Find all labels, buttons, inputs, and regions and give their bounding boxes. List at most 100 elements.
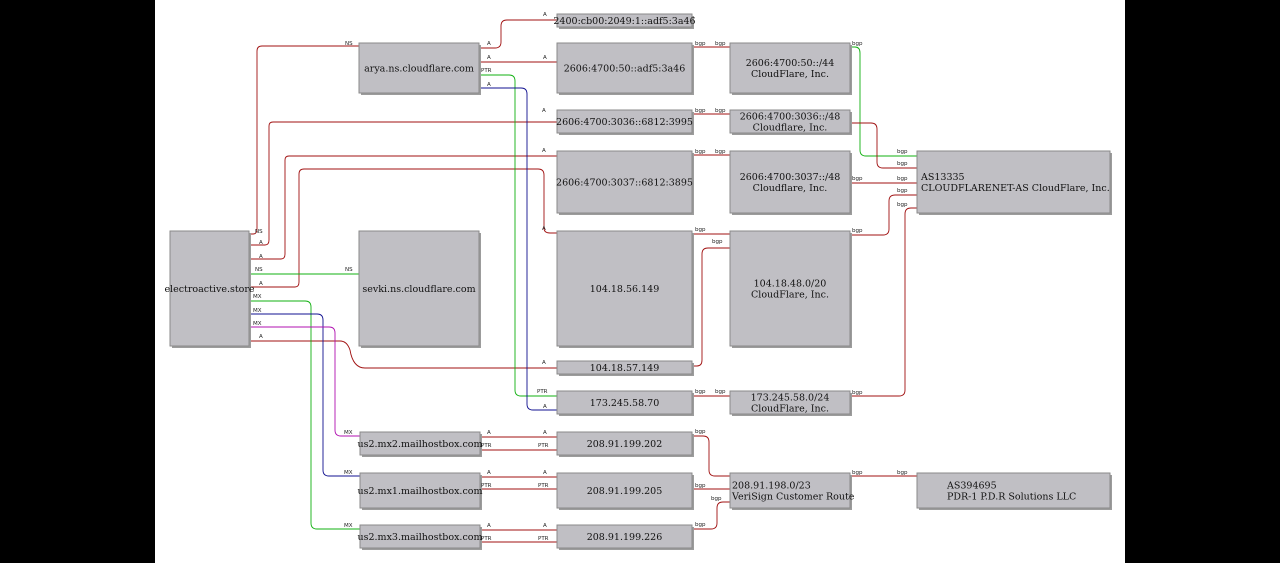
edge-label-ptr: PTR — [481, 536, 492, 542]
node-label: 208.91.199.202 — [587, 439, 663, 450]
node-box — [169, 230, 250, 347]
node-box — [916, 472, 1111, 509]
node-label: 2606:4700:50::adf5:3a46 — [564, 64, 686, 75]
node-ip4f: 208.91.199.226 — [556, 524, 694, 550]
edge-pfx2-as1 — [850, 122, 917, 169]
edge-label-ptr: PTR — [538, 443, 549, 449]
edge-label-bgp: bgp — [897, 149, 908, 155]
edge-label-ns: NS — [255, 267, 263, 273]
node-ip4b: 104.18.57.149 — [556, 360, 694, 376]
edge-label-a: A — [259, 240, 263, 246]
edge-label-ptr: PTR — [481, 483, 492, 489]
edge-label-bgp: bgp — [852, 228, 863, 234]
edge-label-a: A — [543, 55, 547, 61]
edge-label-bgp: bgp — [695, 149, 706, 155]
edge-label-bgp: bgp — [695, 522, 706, 528]
node-box — [729, 150, 851, 214]
edge-pfx4-as1 — [850, 194, 917, 236]
edge-label-ptr: PTR — [537, 389, 548, 395]
node-label: us2.mx3.mailhostbox.com — [358, 532, 483, 543]
edge-ip4b-pfx4 — [692, 247, 730, 367]
edge-label-a: A — [487, 470, 491, 476]
edges-layer — [249, 19, 917, 543]
edge-label-bgp: bgp — [715, 149, 726, 155]
edge-label-a: A — [543, 523, 547, 529]
edge-arya-ip6a-a — [479, 19, 557, 49]
node-label: CloudFlare, Inc. — [751, 290, 829, 301]
node-box — [556, 13, 693, 28]
edge-label-bgp: bgp — [852, 390, 863, 396]
node-label: 104.18.56.149 — [590, 284, 660, 295]
node-label: CloudFlare, Inc. — [751, 404, 829, 415]
node-label: us2.mx2.mailhostbox.com — [358, 439, 483, 450]
edge-label-ns: NS — [255, 229, 263, 235]
node-label: Cloudflare, Inc. — [753, 183, 828, 194]
node-label: 208.91.199.205 — [587, 486, 663, 497]
node-ip6d: 2606:4700:3037::6812:3895 — [556, 150, 694, 215]
nodes-layer: electroactive.store arya.ns.cloudflare.co… — [164, 13, 1112, 550]
node-box — [729, 230, 851, 347]
edge-domain-mx2 — [249, 326, 360, 437]
edge-arya-ip4c-a — [479, 87, 557, 411]
node-label: 208.91.199.226 — [587, 532, 663, 543]
node-arya: arya.ns.cloudflare.com — [358, 42, 481, 95]
edge-label-ptr: PTR — [538, 483, 549, 489]
edge-label-bgp: bgp — [852, 176, 863, 182]
node-box — [729, 390, 851, 415]
node-box — [556, 150, 693, 214]
edge-label-bgp: bgp — [897, 470, 908, 476]
node-box — [359, 472, 481, 509]
edge-domain-ip6d-a — [249, 155, 557, 260]
node-box — [556, 524, 693, 549]
node-label: 2606:4700:3036::/48 — [740, 112, 841, 123]
node-domain: electroactive.store — [164, 230, 255, 348]
edge-label-bgp: bgp — [711, 496, 722, 502]
node-label: 2606:4700:3037::/48 — [740, 172, 841, 183]
edge-label-bgp: bgp — [715, 389, 726, 395]
edge-label-a: A — [487, 82, 491, 88]
edge-label-ns: NS — [345, 267, 353, 273]
edge-label-a: A — [543, 430, 547, 436]
edge-domain-ip4a-a — [249, 168, 557, 288]
edge-label-a: A — [542, 148, 546, 154]
edge-label-mx: MX — [253, 294, 262, 300]
edge-label-mx: MX — [344, 430, 353, 436]
edge-label-a: A — [542, 360, 546, 366]
node-mx2: us2.mx2.mailhostbox.com — [358, 431, 483, 457]
edge-label-mx: MX — [253, 308, 262, 314]
node-label: 2606:4700:3036::6812:3995 — [556, 117, 693, 128]
edge-label-bgp: bgp — [852, 41, 863, 47]
node-sevki: sevki.ns.cloudflare.com — [358, 230, 481, 348]
edge-domain-mx1 — [249, 313, 360, 477]
edge-ip4d-pfx6 — [692, 435, 730, 477]
edge-label-a: A — [259, 281, 263, 287]
edge-label-a: A — [487, 55, 491, 61]
edge-label-bgp: bgp — [715, 41, 726, 47]
node-label: arya.ns.cloudflare.com — [364, 64, 474, 75]
edge-domain-ip6c-a — [249, 121, 557, 246]
node-box — [556, 109, 693, 134]
edge-domain-mx3 — [249, 300, 360, 530]
edge-label-a: A — [542, 108, 546, 114]
node-box — [556, 230, 693, 347]
node-box — [359, 524, 481, 549]
node-box — [358, 42, 480, 94]
edge-label-bgp: bgp — [695, 429, 706, 435]
edge-label-ptr: PTR — [481, 443, 492, 449]
node-mx3: us2.mx3.mailhostbox.com — [358, 524, 483, 550]
node-label: PDR-1 P.D.R Solutions LLC — [947, 492, 1076, 503]
edge-label-ptr: PTR — [481, 68, 492, 74]
node-mx1: us2.mx1.mailhostbox.com — [358, 472, 483, 510]
node-ip4a: 104.18.56.149 — [556, 230, 694, 348]
edge-label-bgp: bgp — [695, 41, 706, 47]
node-label: 2606:4700:50::/44 — [746, 58, 835, 69]
edge-label-ptr: PTR — [538, 536, 549, 542]
node-label: 104.18.48.0/20 — [754, 279, 827, 290]
node-ip6c: 2606:4700:3036::6812:3995 — [556, 109, 694, 135]
edge-label-a: A — [487, 523, 491, 529]
